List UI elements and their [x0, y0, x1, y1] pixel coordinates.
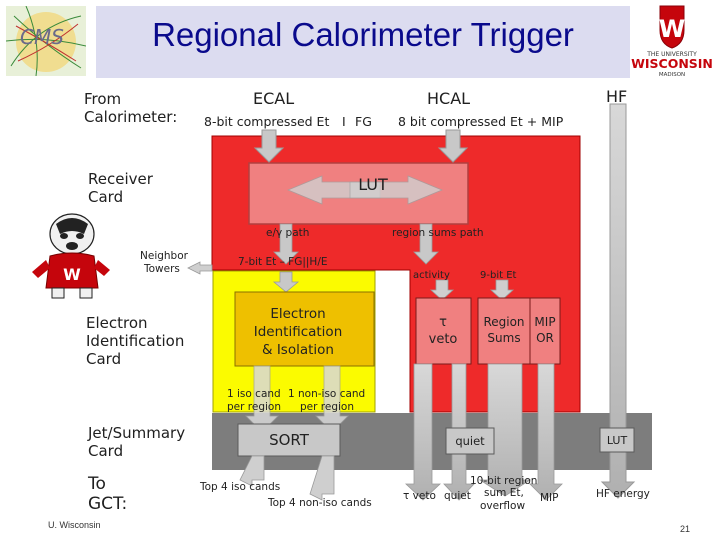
region-sums-path-label: region sums path [392, 227, 484, 239]
mip-box-line2: OR [536, 331, 554, 345]
title-band [96, 6, 630, 78]
hf-lut-label: LUT [607, 434, 628, 447]
footer-left: U. Wisconsin [48, 520, 101, 530]
out-quiet: quiet [444, 490, 471, 502]
fg-label: FG [355, 114, 372, 129]
neighbor-towers-label: Neighbor Towers [140, 250, 188, 276]
page-number: 21 [680, 524, 691, 534]
uw-logo-top: THE UNIVERSITY [646, 51, 697, 58]
electron-card-line3: Card [86, 350, 122, 368]
eg-path-arrow [273, 223, 299, 265]
ecal-arrow [253, 129, 285, 163]
iso-line2: per region [227, 401, 281, 413]
out-region-line3: overflow [480, 500, 525, 512]
to-line1: To [88, 474, 106, 494]
hcal-arrow [437, 129, 469, 163]
region-sum-out-arrow [478, 363, 532, 497]
electron-isolation-box [234, 291, 375, 367]
receiver-card-label: Receiver Card [88, 170, 153, 206]
ecal-label: ECAL [253, 89, 294, 108]
iso-line1: 1 iso cand [227, 388, 281, 400]
tau-line2: veto [429, 332, 458, 347]
page-title: Regional Calorimeter Trigger [152, 16, 574, 53]
quiet-box-label: quiet [455, 434, 485, 448]
hf-label: HF [606, 87, 627, 106]
to-gct-label: To GCT: [88, 474, 127, 514]
from-line2: Calorimeter: [84, 108, 178, 126]
activity-label: activity [413, 270, 450, 281]
neighbor-line2: Towers [144, 263, 180, 275]
cms-logo: CMS [5, 5, 87, 77]
badger-icon: W [32, 213, 110, 299]
out-region-line1: 10-bit region [470, 475, 537, 487]
out-hf-energy: HF energy [596, 488, 650, 500]
jet-summary-label: Jet/Summary Card [88, 424, 185, 460]
quiet-box [445, 427, 495, 455]
sort-label: SORT [269, 431, 310, 449]
to-line2: GCT: [88, 494, 128, 514]
seven-bit-label: 7-bit Et – FG||H/E [238, 256, 328, 268]
receiver-line2: Card [88, 188, 124, 206]
receiver-line1: Receiver [88, 170, 153, 188]
cms-logo-text: CMS [20, 25, 64, 49]
out-tau-veto: τ veto [403, 490, 436, 502]
fg-divider: I [342, 114, 346, 129]
neighbor-line1: Neighbor [140, 250, 188, 262]
out-mip: MIP [540, 492, 559, 504]
ecal-detail: 8-bit compressed Et [204, 114, 329, 129]
svg-text:W: W [63, 265, 81, 284]
jet-line2: Card [88, 442, 124, 460]
tau-veto-out-arrow [404, 363, 442, 501]
electron-line3: & Isolation [262, 342, 334, 358]
mip-out-arrow [529, 363, 563, 501]
lut-label: LUT [358, 175, 388, 194]
uw-logo: W THE UNIVERSITY WISCONSIN MADISON [630, 4, 714, 78]
hcal-detail: 8 bit compressed Et + MIP [398, 114, 564, 129]
tau-line1: τ [439, 315, 447, 330]
tau-veto-box [415, 297, 472, 365]
nine-bit-label: 9-bit Et [480, 270, 517, 281]
electron-line2: Identification [254, 324, 343, 340]
uw-logo-word: WISCONSIN [631, 56, 713, 71]
from-label: From Calorimeter: [84, 90, 177, 126]
noniso-line2: per region [300, 401, 354, 413]
neighbor-arrow [187, 261, 213, 275]
hcal-label: HCAL [427, 89, 470, 108]
mip-box-line1: MIP [534, 315, 555, 329]
electron-card-line1: Electron [86, 314, 148, 332]
noniso-line1: 1 non-iso cand [288, 388, 365, 400]
out-top4-noniso: Top 4 non-iso cands [267, 497, 372, 509]
out-region-line2: sum Et, [484, 487, 524, 499]
out-top4-iso: Top 4 iso cands [199, 481, 280, 493]
electron-line1: Electron [270, 306, 325, 322]
eg-path-label: e/γ path [266, 227, 309, 239]
electron-card-line2: Identification [86, 332, 185, 350]
from-line1: From [84, 90, 122, 108]
sort-box [237, 423, 341, 457]
region-box-line1: Region [483, 315, 524, 329]
hf-arrow [600, 103, 636, 499]
hf-lut-box [599, 427, 635, 453]
region-box-line2: Sums [487, 331, 520, 345]
region-sums-arrow [413, 223, 439, 265]
electron-card-label: Electron Identification Card [86, 314, 184, 368]
uw-logo-sub: MADISON [659, 72, 685, 78]
svg-text:W: W [659, 15, 685, 43]
jet-line1: Jet/Summary [88, 424, 186, 442]
